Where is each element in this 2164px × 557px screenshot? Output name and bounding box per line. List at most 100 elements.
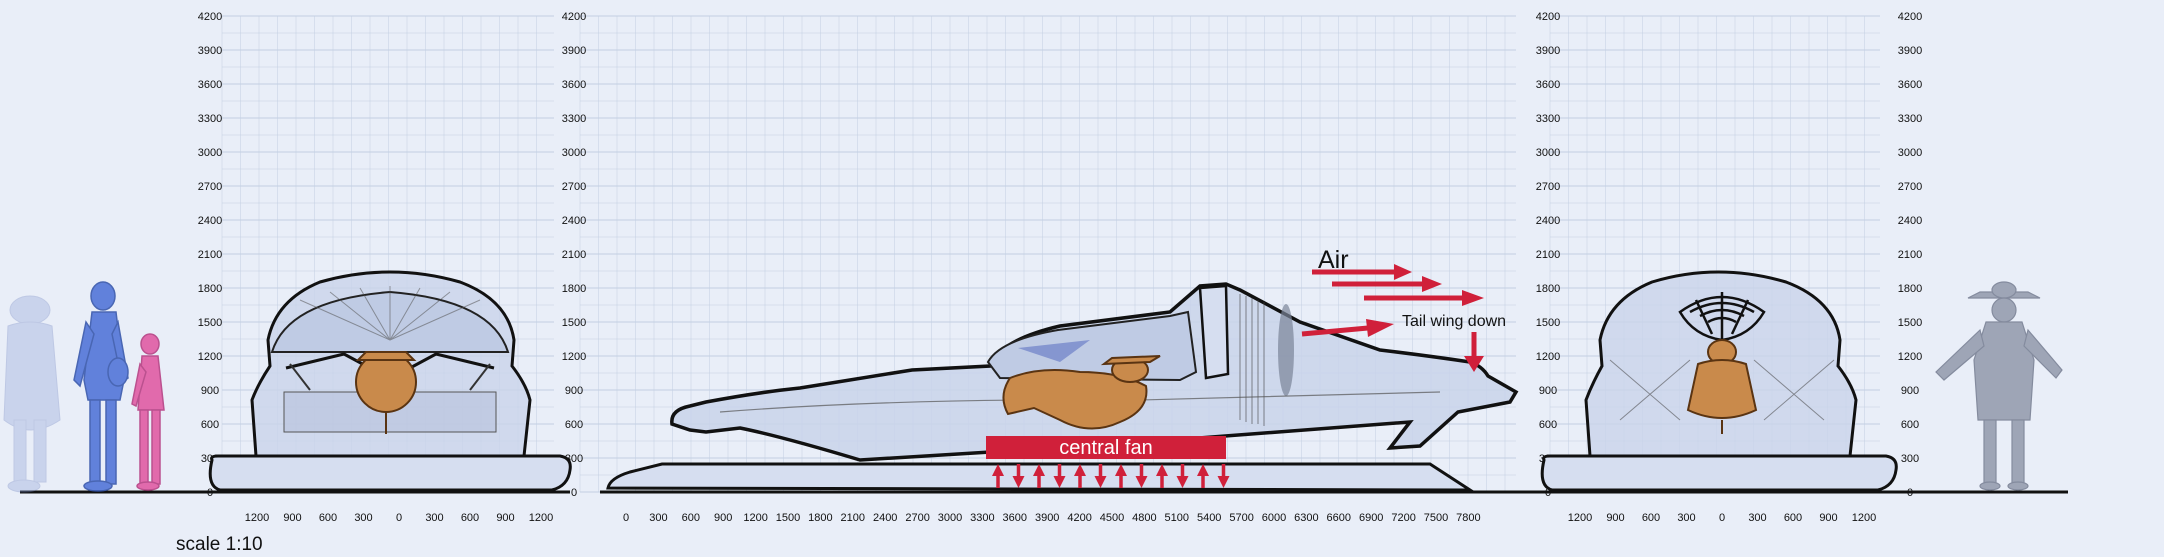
- air-label: Air: [1318, 246, 1349, 274]
- x-tick-label: 0: [623, 512, 629, 524]
- back-view-vehicle: [1540, 270, 1898, 492]
- side-view-vehicle: [606, 282, 1519, 492]
- y-tick-label: 900: [201, 385, 219, 397]
- y-tick-label: 1500: [1536, 317, 1560, 329]
- fan-arrow-up-head: [1115, 464, 1127, 476]
- air-flow-arrows: [1301, 264, 1484, 372]
- y-tick-label: 900: [1539, 385, 1557, 397]
- fan-arrow-down-head: [1176, 476, 1189, 488]
- y-tick-label: 3900: [1536, 45, 1560, 57]
- y-tick-label: 3900: [1898, 45, 1922, 57]
- y-tick-label: 900: [1901, 385, 1919, 397]
- x-tick-label: 0: [396, 512, 402, 524]
- x-tick-label: 3600: [1003, 512, 1027, 524]
- y-tick-label: 3600: [1536, 79, 1560, 91]
- y-tick-label: 1500: [562, 317, 586, 329]
- x-tick-label: 300: [1748, 512, 1766, 524]
- scale-figure-pink: [131, 333, 165, 491]
- y-tick-label: 3900: [198, 45, 222, 57]
- x-tick-label: 7800: [1456, 512, 1480, 524]
- x-tick-label: 3000: [938, 512, 962, 524]
- fan-arrow-down-head: [1135, 476, 1148, 488]
- x-tick-label: 300: [649, 512, 667, 524]
- y-tick-label: 2700: [198, 181, 222, 193]
- fan-arrow-up-head: [1074, 464, 1086, 476]
- y-tick-label: 3000: [1898, 147, 1922, 159]
- x-tick-label: 4200: [1067, 512, 1091, 524]
- y-tick-label: 3000: [198, 147, 222, 159]
- y-tick-label: 2100: [562, 249, 586, 261]
- y-tick-label: 2100: [1898, 249, 1922, 261]
- y-tick-label: 3600: [198, 79, 222, 91]
- x-tick-label: 6600: [1327, 512, 1351, 524]
- x-tick-label: 600: [1784, 512, 1802, 524]
- y-tick-label: 2400: [198, 215, 222, 227]
- x-tick-label: 1200: [1852, 512, 1876, 524]
- y-tick-label: 1200: [1536, 351, 1560, 363]
- scale-label: scale 1:10: [176, 534, 263, 555]
- y-tick-label: 1800: [1536, 283, 1560, 295]
- x-tick-label: 900: [714, 512, 732, 524]
- y-tick-label: 1200: [198, 351, 222, 363]
- x-tick-label: 900: [1819, 512, 1837, 524]
- x-tick-label: 600: [682, 512, 700, 524]
- x-tick-label: 1200: [1568, 512, 1592, 524]
- y-tick-label: 4200: [562, 11, 586, 23]
- central-fan-label: central fan: [1059, 437, 1152, 459]
- x-tick-label: 4800: [1132, 512, 1156, 524]
- y-tick-label: 2100: [198, 249, 222, 261]
- back-fan: [1678, 292, 1766, 342]
- y-tick-label: 3900: [562, 45, 586, 57]
- x-tick-label: 2100: [841, 512, 865, 524]
- scale-figure-ghost: [3, 295, 61, 493]
- x-tick-label: 900: [283, 512, 301, 524]
- x-tick-label: 1200: [529, 512, 553, 524]
- y-tick-label: 600: [201, 419, 219, 431]
- y-tick-label: 900: [565, 385, 583, 397]
- x-tick-label: 900: [496, 512, 514, 524]
- y-tick-label: 1200: [1898, 351, 1922, 363]
- y-tick-label: 1500: [1898, 317, 1922, 329]
- tail-wing-label: Tail wing down: [1402, 313, 1506, 330]
- fan-arrow-up-head: [992, 464, 1004, 476]
- x-tick-label: 7200: [1391, 512, 1415, 524]
- fan-arrow-down-head: [1217, 476, 1230, 488]
- fan-arrow-down-head: [1094, 476, 1107, 488]
- y-tick-label: 0: [571, 487, 577, 499]
- fan-arrows: [992, 464, 1230, 488]
- fan-arrow-up-head: [1156, 464, 1168, 476]
- y-tick-label: 1800: [562, 283, 586, 295]
- x-tick-label: 5400: [1197, 512, 1221, 524]
- y-tick-label: 2700: [1898, 181, 1922, 193]
- x-tick-label: 7500: [1424, 512, 1448, 524]
- y-tick-label: 3600: [1898, 79, 1922, 91]
- x-tick-label: 300: [425, 512, 443, 524]
- y-tick-label: 600: [565, 419, 583, 431]
- y-tick-label: 3300: [1898, 113, 1922, 125]
- x-tick-label: 3900: [1035, 512, 1059, 524]
- x-tick-label: 1800: [808, 512, 832, 524]
- x-tick-label: 3300: [970, 512, 994, 524]
- y-tick-label: 3300: [1536, 113, 1560, 125]
- y-tick-label: 600: [1901, 419, 1919, 431]
- x-tick-label: 300: [354, 512, 372, 524]
- y-tick-label: 2100: [1536, 249, 1560, 261]
- x-tick-label: 600: [461, 512, 479, 524]
- fan-arrow-up-head: [1033, 464, 1045, 476]
- y-tick-label: 1800: [198, 283, 222, 295]
- front-pilot: [355, 351, 417, 434]
- x-tick-label: 6300: [1294, 512, 1318, 524]
- y-tick-label: 3300: [198, 113, 222, 125]
- x-tick-label: 4500: [1100, 512, 1124, 524]
- y-tick-label: 2700: [562, 181, 586, 193]
- x-tick-label: 300: [1677, 512, 1695, 524]
- y-tick-label: 2400: [1898, 215, 1922, 227]
- front-view-vehicle: [208, 270, 572, 492]
- y-tick-label: 3000: [1536, 147, 1560, 159]
- x-tick-label: 1200: [245, 512, 269, 524]
- central-fan-banner: central fan: [986, 436, 1226, 459]
- y-tick-label: 4200: [1898, 11, 1922, 23]
- back-pilot: [1686, 339, 1758, 434]
- y-tick-label: 300: [1901, 453, 1919, 465]
